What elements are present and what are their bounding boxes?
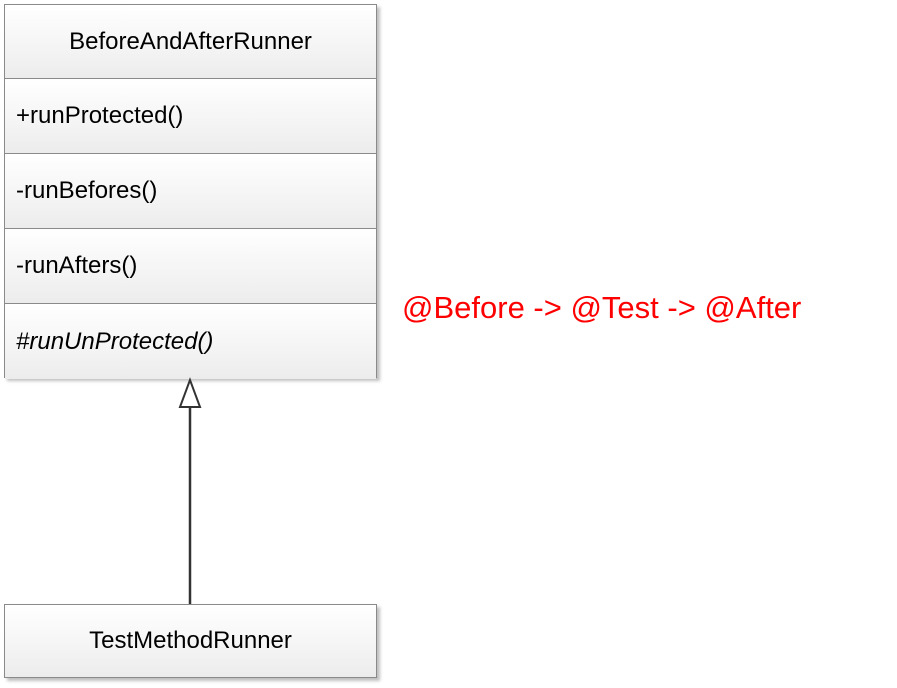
operation-run-afters: -runAfters() <box>5 229 376 304</box>
class-name-test-method-runner: TestMethodRunner <box>5 605 376 677</box>
class-box-before-and-after-runner[interactable]: BeforeAndAfterRunner +runProtected() -ru… <box>4 4 377 379</box>
class-name-before-and-after-runner: BeforeAndAfterRunner <box>5 5 376 79</box>
operation-run-unprotected: #runUnProtected() <box>5 304 376 379</box>
sequence-note: @Before -> @Test -> @After <box>402 290 802 325</box>
operation-run-befores: -runBefores() <box>5 154 376 229</box>
operation-run-protected: +runProtected() <box>5 79 376 154</box>
class-box-test-method-runner[interactable]: TestMethodRunner <box>4 604 377 678</box>
inheritance-arrowhead-icon <box>178 377 202 408</box>
